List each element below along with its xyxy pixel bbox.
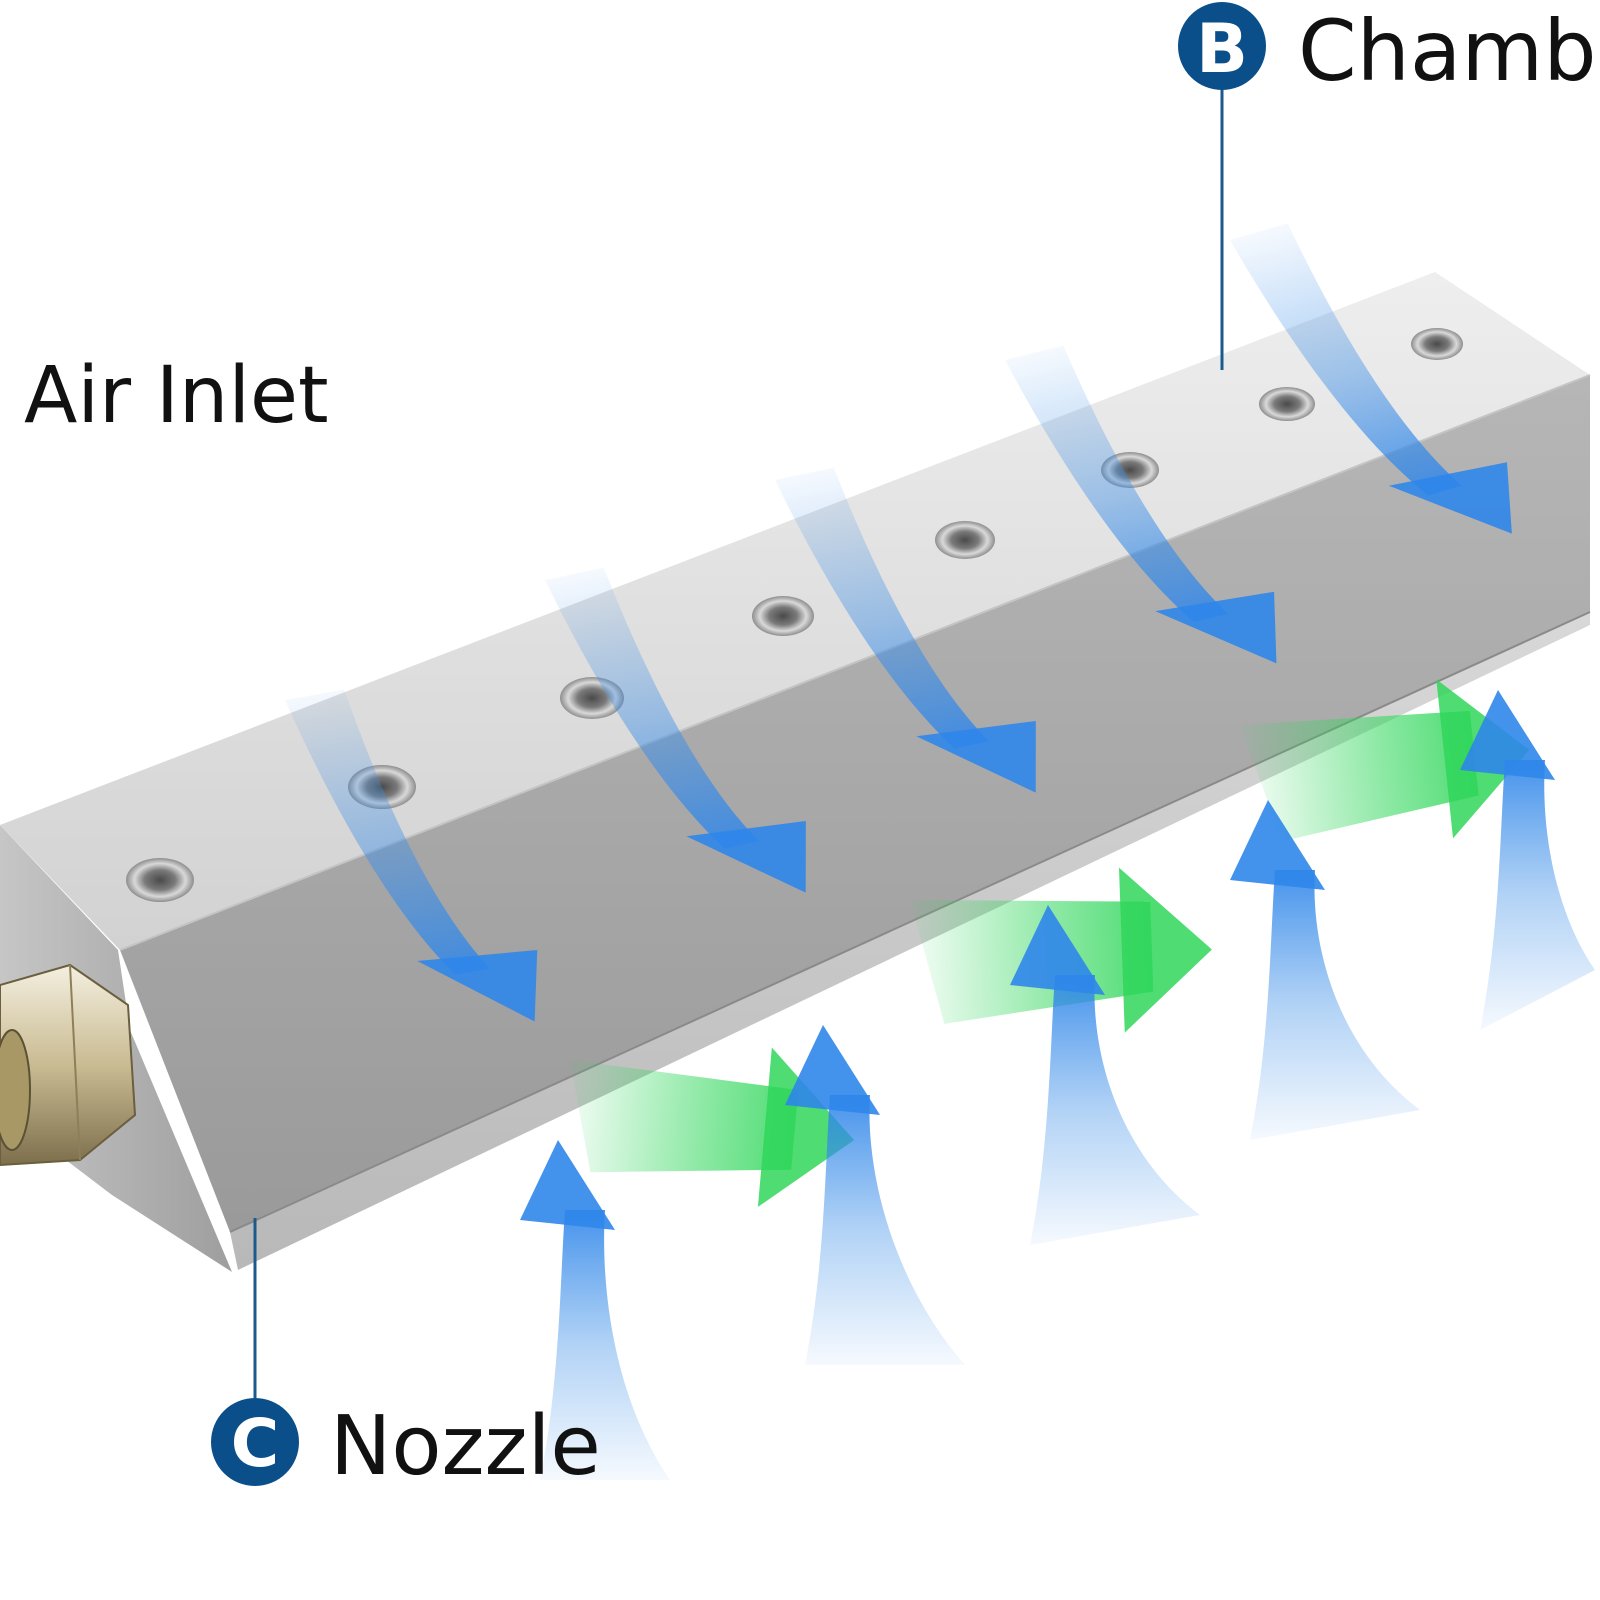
mounting-hole (1411, 328, 1463, 360)
mounting-hole (752, 596, 814, 636)
down-arrow-icon (1230, 223, 1512, 534)
down-arrow-icon (285, 689, 538, 1022)
nozzle-badge-letter: C (231, 1405, 279, 1482)
entrained-air-flow (520, 690, 1595, 1480)
nozzle-badge (211, 1398, 299, 1486)
chamber-badge-letter: B (1196, 10, 1248, 89)
down-arrow-icon (775, 467, 1036, 793)
front-face (120, 375, 1590, 1232)
mounting-hole (1259, 387, 1315, 421)
chamber-label: Chamb (1298, 2, 1597, 100)
chamber-badge (1178, 2, 1266, 90)
up-arrow-icon (1010, 905, 1200, 1245)
chamber-callout: B Chamb (1178, 2, 1597, 100)
air-inlet-label: Air Inlet (24, 351, 329, 441)
mounting-hole (935, 521, 995, 559)
up-arrow-icon (520, 1140, 670, 1480)
down-arrow-icon (545, 567, 806, 893)
up-arrow-icon (1230, 800, 1420, 1140)
green-arrow-icon (570, 1047, 855, 1207)
nozzle-callout: C Nozzle (211, 1398, 601, 1494)
air-inlet-fitting (0, 963, 137, 1167)
nozzle-lip (230, 612, 1590, 1270)
up-arrow-icon (785, 1025, 965, 1365)
nozzle-label: Nozzle (330, 1399, 601, 1494)
up-arrow-icon (1460, 690, 1595, 1030)
air-knife-body (0, 272, 1591, 1272)
mounting-hole (126, 858, 194, 902)
down-arrow-icon (1005, 345, 1277, 664)
intake-air-flow (285, 223, 1512, 1022)
